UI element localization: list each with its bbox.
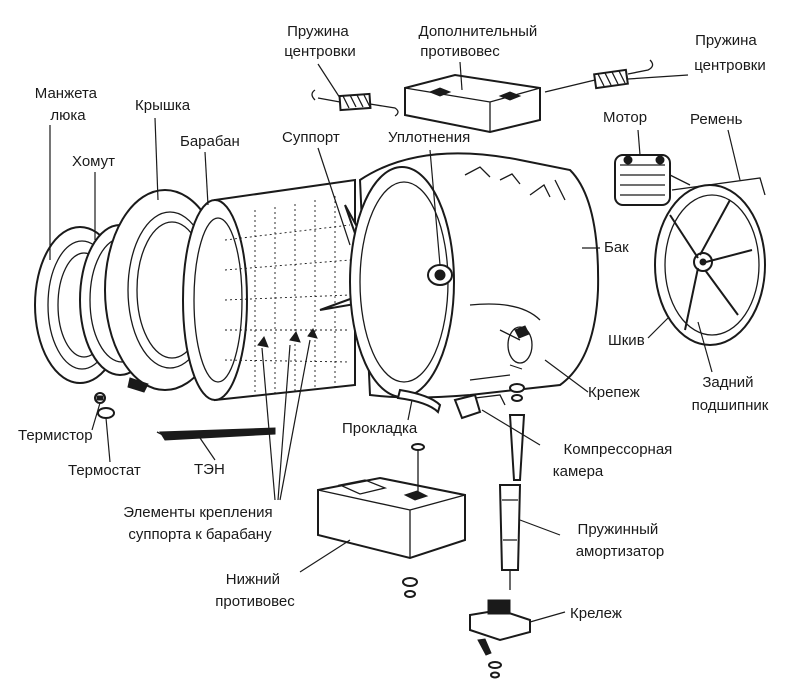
label-drum: Барабан [180, 133, 240, 150]
label-cover: Крышка [135, 97, 191, 114]
pulley [654, 177, 766, 346]
label-pulley: Шкив [608, 332, 645, 349]
heater-element [156, 427, 276, 441]
label-spring-right: Пружина центровки [694, 32, 766, 74]
label-support: Суппорт [282, 129, 340, 146]
thermistor [94, 392, 106, 404]
label-fastener-bottom: Крележ [570, 605, 622, 622]
label-damper: Пружинный амортизатор [576, 521, 665, 560]
gasket [396, 388, 442, 414]
spring-damper [498, 383, 526, 590]
label-gasket: Прокладка [342, 420, 418, 437]
labels: Пружина центровки Дополнительный противо… [18, 23, 769, 622]
tank [349, 152, 600, 399]
label-thermostat: Термостат [68, 462, 141, 479]
label-fastener-mid: Крепеж [588, 384, 640, 401]
top-counterweight [404, 73, 541, 134]
label-support-fasteners: Элементы крепления суппорта к барабану [123, 504, 277, 543]
label-motor: Мотор [603, 109, 647, 126]
centering-spring-right [544, 59, 654, 93]
label-counterweight-top: Дополнительный противовес [419, 23, 542, 60]
bottom-counterweight [317, 443, 466, 598]
label-clamp: Хомут [72, 153, 115, 170]
label-belt: Ремень [690, 111, 743, 128]
label-spring-left: Пружина центровки [284, 23, 356, 60]
drum [182, 178, 356, 402]
thermostat [97, 407, 115, 419]
label-heater: ТЭН [194, 461, 225, 478]
motor [614, 154, 691, 206]
support-mount-screws [257, 327, 318, 348]
label-rear-bearing: Задний подшипник [692, 374, 769, 414]
leader-lines [49, 61, 741, 623]
compressor-chamber [453, 393, 506, 420]
centering-spring-left [311, 89, 399, 117]
label-tank: Бак [604, 239, 629, 256]
label-thermistor: Термистор [18, 427, 93, 444]
label-seals: Уплотнения [388, 129, 470, 146]
bottom-fastener [469, 599, 531, 679]
label-compressor: Компрессорная камера [553, 441, 677, 480]
label-counterweight-bottom: Нижний противовес [215, 571, 295, 610]
tank-fastener [509, 325, 530, 370]
label-cuff: Манжета люка [35, 85, 101, 124]
